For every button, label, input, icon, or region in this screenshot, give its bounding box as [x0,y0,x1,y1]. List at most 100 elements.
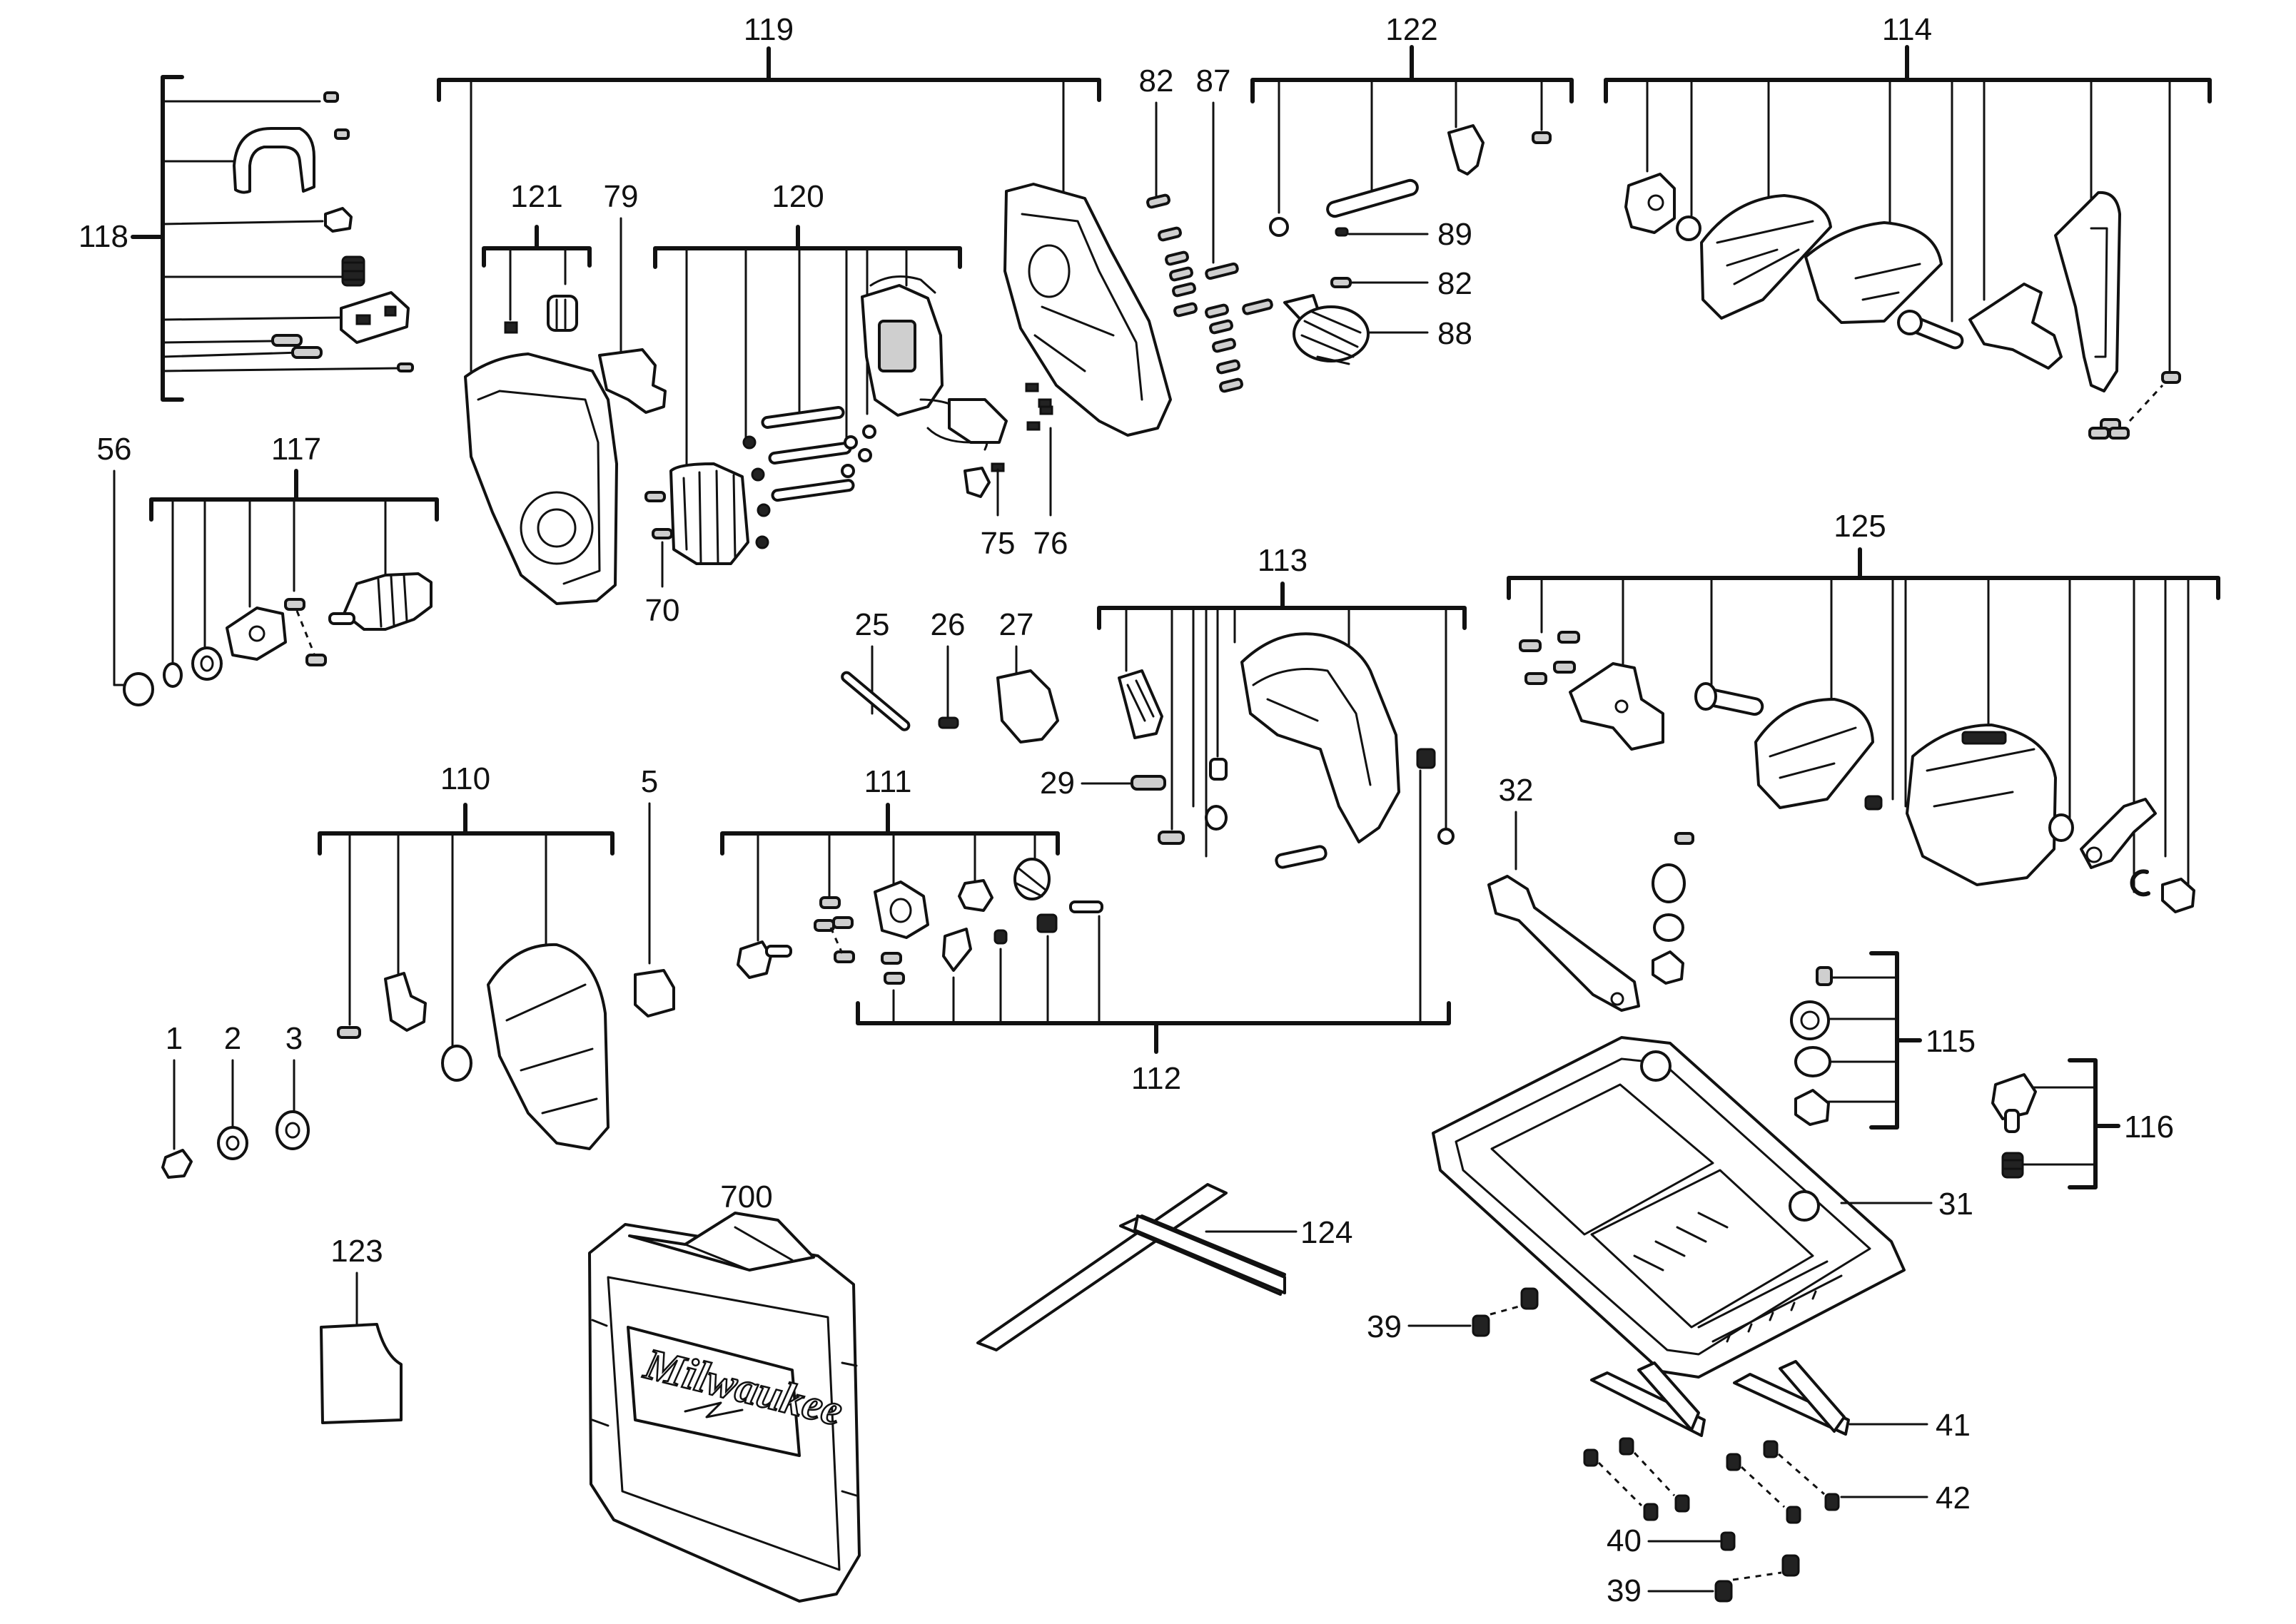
label-41: 41 [1936,1408,1971,1443]
label-31: 31 [1938,1187,1973,1222]
label-27: 27 [999,607,1034,642]
label-75: 75 [981,526,1016,561]
label-115: 115 [1926,1024,1976,1059]
label-3: 3 [285,1021,303,1056]
label-122: 122 [1385,12,1437,47]
label-29: 29 [1040,766,1075,801]
label-76: 76 [1033,526,1068,561]
label-113: 113 [1258,543,1308,578]
part-88-lever [1283,294,1370,365]
label-82-top: 82 [1139,64,1174,98]
part-32-wrench [1487,875,1640,1012]
part-124-rip-guide [976,1183,1286,1351]
part-1-screw [161,1149,193,1179]
group-117-parts [163,572,433,688]
group-42-screws [1583,1437,1840,1524]
part-41-rails [1590,1360,1850,1437]
label-26: 26 [931,607,966,642]
group-115-parts-top [1652,832,1694,985]
label-39-top: 39 [1367,1309,1402,1344]
group-76-parts [1025,382,1053,431]
group-114-bracket [1604,45,2212,375]
part-40-pin [1720,1531,1736,1551]
group-120-nuts [841,425,876,478]
part-27-nozzle [996,669,1059,744]
label-89: 89 [1437,217,1472,252]
label-125: 125 [1834,509,1886,544]
part-121-switch [547,295,578,332]
group-110-bracket [318,803,615,1050]
part-79-trigger [598,348,667,414]
part-32-hole [1610,992,1624,1006]
part-123-manual [320,1323,403,1424]
label-117: 117 [271,432,321,467]
label-5: 5 [641,764,658,799]
part-700-case: Milwaukee [588,1212,861,1603]
label-119: 119 [744,12,794,47]
label-124: 124 [1300,1215,1352,1250]
group-122-bracket [1250,45,1574,214]
label-120: 120 [772,179,824,214]
label-112: 112 [1131,1061,1181,1096]
group-110-parts [337,943,610,1150]
part-121-screw [504,321,518,334]
group-117-bracket [149,469,439,665]
label-2: 2 [224,1021,241,1056]
part-120-stator [669,462,749,565]
group-39-screws-bottom [1714,1554,1800,1603]
label-110: 110 [440,761,490,796]
group-115-parts [1790,966,1833,1126]
label-114: 114 [1882,12,1932,47]
part-3-flange [275,1110,310,1150]
part-120-control-board [861,275,1008,451]
group-122-parts [1269,124,1552,237]
group-118-parts [233,91,414,372]
label-79: 79 [604,179,639,214]
part-82-screw [1330,277,1352,288]
group-82-screws [1146,193,1273,393]
label-40: 40 [1607,1523,1642,1558]
group-119-bracket [437,46,1101,372]
group-114-parts [1624,173,2181,440]
group-125-parts [1519,631,2195,913]
label-111: 111 [864,764,912,799]
group-120-screws [761,406,855,502]
group-121-bracket [482,225,592,321]
group-39-screws-top [1472,1287,1539,1337]
group-116-bracket [2020,1058,2120,1189]
part-31-base-plate [1432,1036,1906,1379]
label-121: 121 [510,179,562,214]
group-111-parts [737,858,1103,985]
part-119-gear-housing [1003,183,1172,437]
label-25: 25 [855,607,890,642]
part-119-housing [464,352,618,605]
label-88: 88 [1437,316,1472,351]
part-29-screw [1131,775,1166,791]
group-120-rings [742,435,771,549]
group-115-bracket [1826,951,1922,1130]
label-70: 70 [645,593,680,628]
label-87: 87 [1196,64,1231,98]
label-118: 118 [79,219,128,254]
group-125-bracket [1507,547,2220,893]
label-32: 32 [1499,773,1534,808]
part-5-bushing [634,969,675,1017]
label-700: 700 [720,1179,772,1214]
label-1: 1 [166,1021,183,1056]
part-25-pin [841,671,911,731]
label-82-mid: 82 [1437,266,1472,301]
label-42: 42 [1936,1481,1971,1516]
part-2-washer [217,1126,248,1160]
label-116: 116 [2124,1110,2174,1145]
group-118-bracket [131,75,401,402]
part-56-ring [123,672,154,706]
group-116-parts [1991,1073,2037,1179]
part-26-screw [938,716,959,729]
label-39-bottom: 39 [1607,1573,1642,1608]
label-123: 123 [330,1234,383,1269]
group-112-bracket [856,769,1451,1054]
group-70-parts [644,491,673,539]
group-111-bracket [720,803,1060,942]
label-56: 56 [97,432,132,467]
